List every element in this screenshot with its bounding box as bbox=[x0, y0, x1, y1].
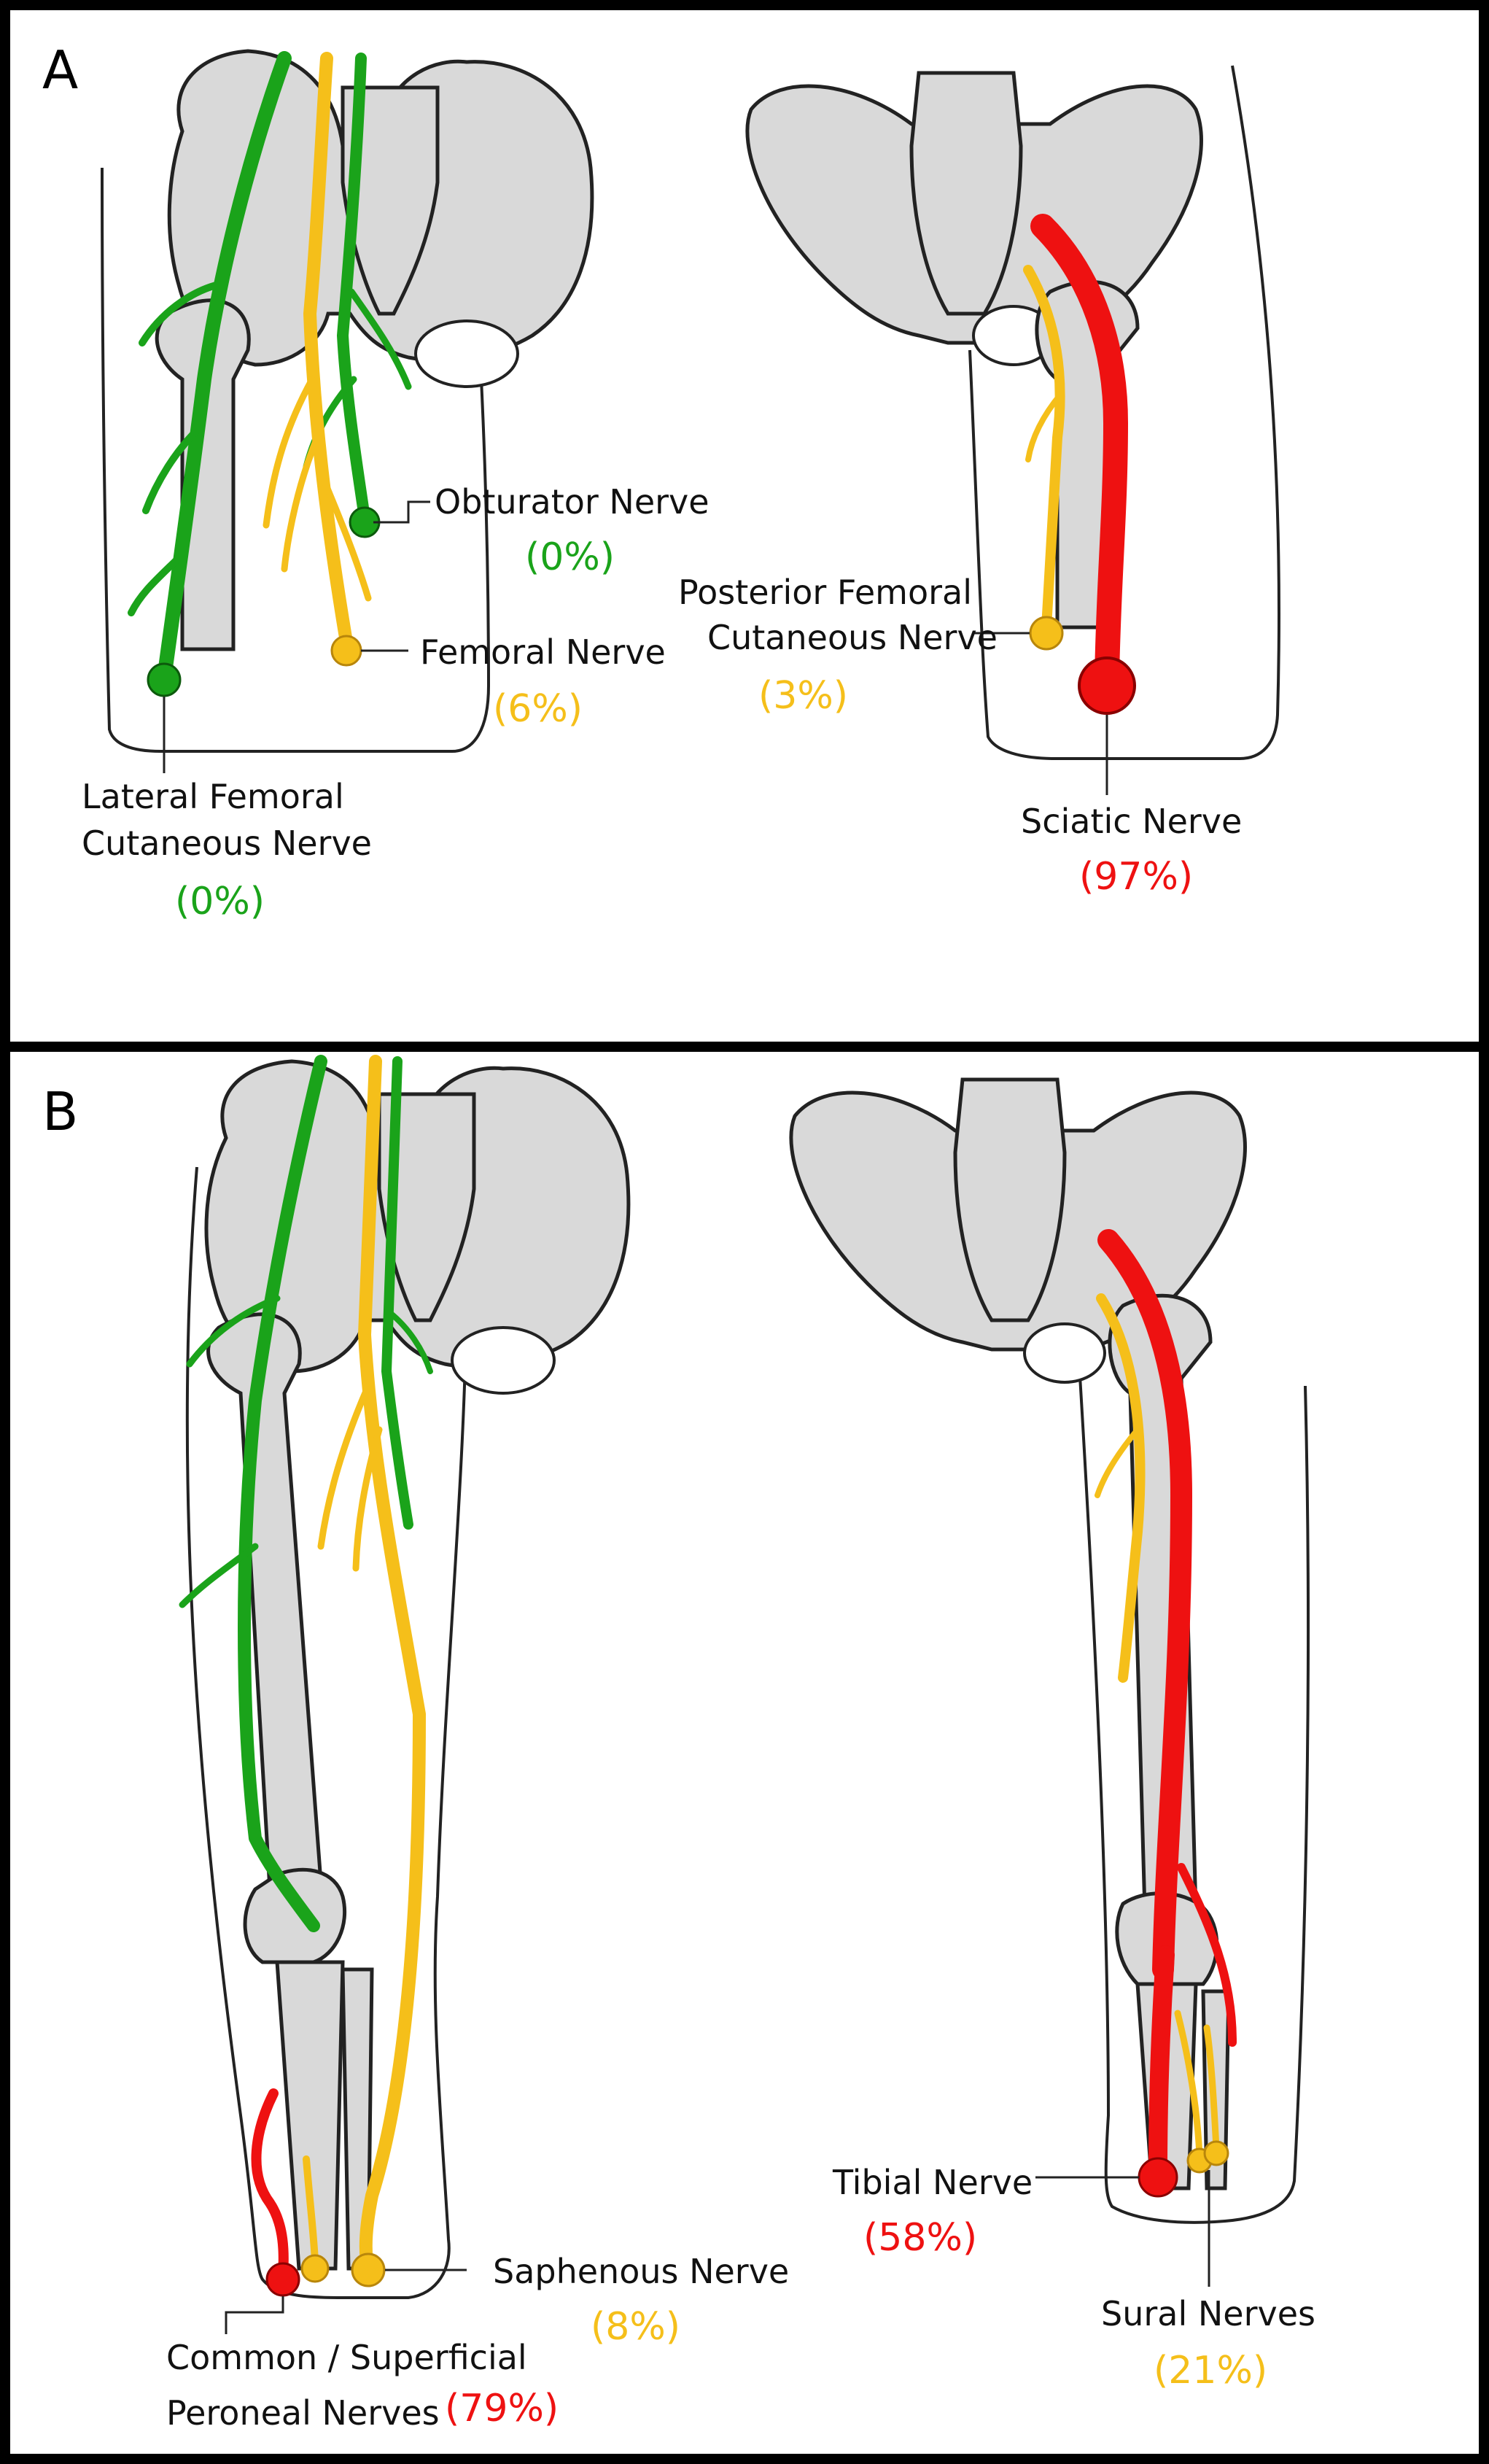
superficial-peroneal-yellow-branch bbox=[303, 2155, 319, 2265]
lateral-femoral-cutaneous-nerve-label-line2: Cutaneous Nerve bbox=[82, 824, 372, 863]
common-superficial-peroneal-nerve bbox=[251, 2088, 289, 2281]
posterior-sacrum-bone-b bbox=[953, 1077, 1067, 1322]
posterior-sacrum-bone bbox=[909, 71, 1023, 316]
tibial-nerve-percent: (58%) bbox=[863, 2216, 978, 2260]
knee-bone-b bbox=[243, 1867, 347, 1964]
common-superficial-peroneal-nerve-marker bbox=[265, 2262, 300, 2297]
panel-b-letter: B bbox=[42, 1081, 79, 1142]
panel-a-letter: A bbox=[42, 39, 79, 101]
posterior-femoral-cutaneous-nerve-branch bbox=[1025, 391, 1064, 462]
lateral-femoral-cutaneous-nerve-b-branches bbox=[179, 1295, 281, 1608]
femoral-nerve-b-branches bbox=[317, 1382, 383, 1572]
peroneal-nerves-label-line1: Common / Superficial bbox=[166, 2338, 527, 2377]
posterior-femoral-cutaneous-nerve-b bbox=[1096, 1293, 1146, 1683]
obturator-foramen-b bbox=[451, 1326, 556, 1395]
sciatic-nerve-label: Sciatic Nerve bbox=[1021, 802, 1243, 841]
sural-nerve-lateral bbox=[1203, 2024, 1220, 2152]
sciatic-nerve-b-trunk bbox=[1097, 1229, 1192, 1980]
peroneal-nerves-percent: (79%) bbox=[445, 2387, 559, 2430]
sciatic-nerve-marker bbox=[1078, 656, 1136, 715]
obturator-nerve-b bbox=[381, 1056, 413, 1530]
femoral-nerve-trunk bbox=[303, 52, 353, 648]
tibia-bone-b bbox=[275, 1960, 345, 2271]
posterior-femoral-cutaneous-nerve-label-line1: Posterior Femoral bbox=[678, 573, 972, 612]
femoral-nerve-label: Femoral Nerve bbox=[420, 632, 666, 672]
peroneal-nerves-label-line2: Peroneal Nerves bbox=[166, 2393, 440, 2433]
panel-a-anterior-view bbox=[101, 49, 594, 773]
obturator-nerve-label: Obturator Nerve bbox=[435, 482, 709, 522]
sural-nerve-marker-lateral bbox=[1203, 2140, 1229, 2166]
lateral-femoral-cutaneous-nerve-label-line1: Lateral Femoral bbox=[82, 777, 344, 816]
obturator-nerve-b-branch bbox=[387, 1310, 433, 1374]
common-peroneal-nerve-b bbox=[1177, 1863, 1237, 2047]
panel-b-anterior-view bbox=[179, 1055, 631, 2334]
sural-nerve-medial bbox=[1174, 2010, 1203, 2159]
saphenous-nerve-percent: (8%) bbox=[591, 2305, 681, 2349]
lateral-femoral-cutaneous-nerve-b bbox=[238, 1055, 327, 1932]
posterior-femoral-cutaneous-nerve-label-line2: Cutaneous Nerve bbox=[707, 618, 998, 657]
obturator-nerve-trunk bbox=[337, 53, 370, 524]
femoral-nerve-percent: (6%) bbox=[493, 687, 583, 731]
panel-a-posterior-view bbox=[745, 65, 1281, 795]
peroneal-nerves-leader bbox=[225, 2296, 284, 2334]
posterior-obturator-foramen-b bbox=[1023, 1322, 1106, 1384]
tibial-nerve-label: Tibial Nerve bbox=[833, 2163, 1033, 2202]
posterior-femoral-cutaneous-nerve-trunk bbox=[1023, 265, 1065, 632]
superficial-peroneal-yellow-marker bbox=[300, 2254, 330, 2283]
sural-nerves-label: Sural Nerves bbox=[1101, 2294, 1315, 2333]
lateral-femoral-cutaneous-nerve-percent: (0%) bbox=[175, 880, 265, 923]
lateral-femoral-cutaneous-nerve-branches bbox=[128, 281, 222, 616]
femoral-nerve-branches bbox=[263, 376, 372, 602]
panel-b-posterior-view bbox=[789, 1077, 1310, 2287]
lateral-femoral-cutaneous-nerve-trunk bbox=[157, 51, 292, 686]
lateral-femoral-cutaneous-nerve-marker bbox=[147, 662, 182, 697]
obturator-foramen bbox=[414, 319, 519, 388]
saphenous-nerve-marker bbox=[351, 2252, 386, 2287]
saphenous-nerve-label: Saphenous Nerve bbox=[493, 2252, 790, 2291]
obturator-nerve-percent: (0%) bbox=[525, 535, 615, 579]
tibial-nerve-marker bbox=[1138, 2157, 1178, 2198]
femoral-nerve-b-trunk bbox=[358, 1055, 426, 2275]
obturator-nerve-leader bbox=[373, 500, 430, 524]
posterior-femoral-cutaneous-nerve-marker bbox=[1029, 616, 1064, 651]
femoral-nerve-marker bbox=[330, 635, 362, 667]
sciatic-nerve-percent: (97%) bbox=[1079, 855, 1194, 899]
posterior-femoral-cutaneous-nerve-b-branch bbox=[1095, 1427, 1140, 1498]
sciatic-nerve-trunk bbox=[1030, 214, 1128, 691]
sural-nerves-percent: (21%) bbox=[1154, 2349, 1268, 2393]
tibial-nerve bbox=[1148, 1945, 1175, 2180]
posterior-femoral-cutaneous-nerve-percent: (3%) bbox=[758, 674, 849, 718]
